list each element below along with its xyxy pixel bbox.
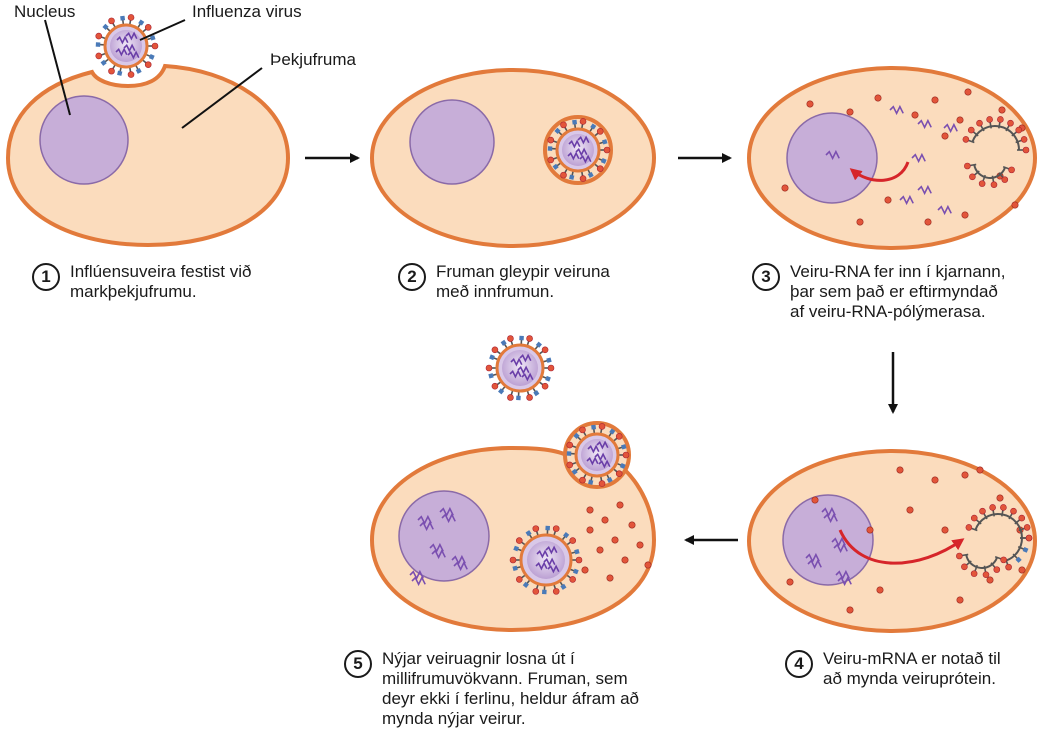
step-4: 4 Veiru-mRNA er notað til að mynda veiru… <box>785 649 1001 689</box>
free-rna <box>889 104 958 216</box>
cell-step-4 <box>747 449 1037 633</box>
influenza-virus <box>95 14 159 78</box>
step-1: 1 Inflúensuveira festist við markþekjufr… <box>32 262 251 302</box>
nucleus <box>782 494 874 586</box>
host-cell-membrane <box>747 66 1037 250</box>
step-3: 3 Veiru-RNA fer inn í kjarnann, þar sem … <box>752 262 1005 322</box>
nucleus <box>39 95 129 185</box>
partial-capsid <box>962 116 1030 154</box>
label-host-cell: Þekjufruma <box>270 50 356 69</box>
leader-line-virus <box>139 19 186 41</box>
step-caption: Inflúensuveira festist við markþekjufrum… <box>70 262 252 301</box>
step-number: 1 <box>32 263 60 291</box>
assembling-virus <box>509 525 583 595</box>
arrow-mrna-out <box>838 529 965 565</box>
step-5: 5 Nýjar veiruagnir losna út í millifrumu… <box>344 649 639 729</box>
step-caption: Nýjar veiruagnir losna út í millifrumuvö… <box>382 649 640 728</box>
label-nucleus: Nucleus <box>14 2 76 21</box>
partial-capsid <box>965 504 1033 571</box>
released-virus <box>485 335 555 401</box>
arrow-rna-into-nucleus <box>849 161 910 182</box>
cell-step-5 <box>369 421 657 633</box>
nucleus <box>398 490 490 582</box>
partial-capsid <box>964 162 1015 188</box>
cell-step-2 <box>370 68 656 248</box>
budding-virus <box>563 421 631 489</box>
step-caption: Veiru-RNA fer inn í kjarnann, þar sem þa… <box>790 262 1006 321</box>
protein-dots <box>786 466 1026 614</box>
protein-dots <box>581 501 652 582</box>
nucleus <box>409 99 495 185</box>
partial-capsid <box>956 552 1007 578</box>
step-number: 2 <box>398 263 426 291</box>
step-number: 5 <box>344 650 372 678</box>
label-influenza-virus: Influenza virus <box>192 2 302 21</box>
leader-line-nucleus <box>44 19 71 116</box>
step-caption: Veiru-mRNA er notað til að mynda veirupr… <box>823 649 1001 688</box>
cell-step-3 <box>747 66 1037 250</box>
step-2: 2 Fruman gleypir veiruna með innfrumun. <box>398 262 610 302</box>
step-caption: Fruman gleypir veiruna með innfrumun. <box>436 262 610 301</box>
step-number: 3 <box>752 263 780 291</box>
endosome-with-virus <box>543 115 613 185</box>
leader-line-host-cell <box>181 67 263 129</box>
step-number: 4 <box>785 650 813 678</box>
cell-step-1 <box>5 14 291 248</box>
